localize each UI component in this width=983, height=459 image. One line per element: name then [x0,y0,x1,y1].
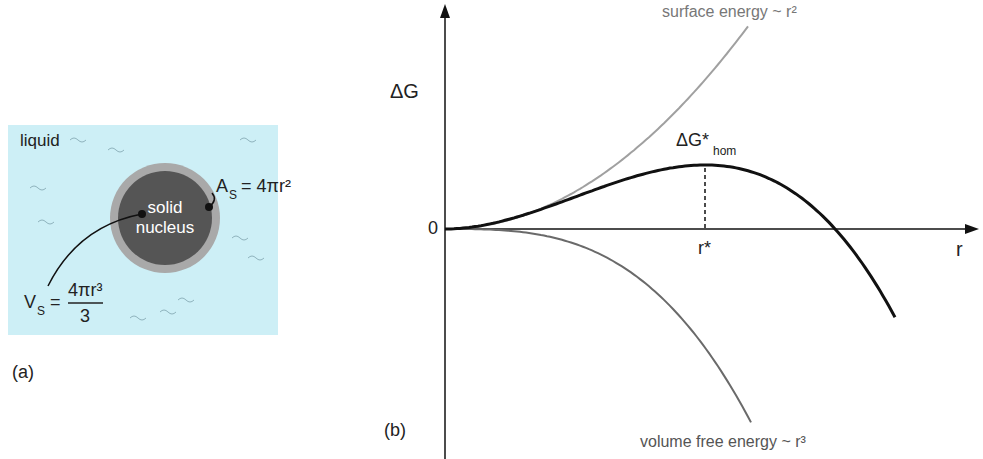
panel-label: (b) [384,420,406,441]
subscript: hom [713,145,736,159]
equals-sign: = [50,292,61,313]
axis-arrow [965,224,979,234]
origin-label: 0 [428,218,438,239]
fraction-numerator: 4πr³ [68,280,102,301]
panel-label: (a) [12,362,34,383]
total-energy-curve [445,165,895,317]
critical-radius-line [704,168,706,229]
fraction-denominator: 3 [80,306,90,327]
axis-label: r [956,238,963,261]
surface-energy-curve [445,26,748,229]
solid-nucleus: solid nucleus [110,163,220,273]
axis-arrow [440,4,450,18]
x-axis [445,228,968,230]
volume-energy-curve [445,229,751,422]
volume-symbol: V [24,292,36,313]
critical-radius-label: r* [698,238,711,259]
leader-line [48,214,142,286]
leader-dot [205,203,213,211]
nucleus-core [118,171,212,265]
subscript: S [229,189,237,203]
y-axis [444,14,446,459]
liquid-region [8,125,278,335]
barrier-label: ΔG* [676,130,709,151]
area-formula: = 4πr² [241,176,291,197]
liquid-region: liquid solid nucleus [8,125,278,335]
curve-label: volume free energy ~ r³ [640,433,806,451]
curve-label: surface energy ~ r² [662,3,797,21]
liquid-waves [30,138,264,320]
region-label: liquid [20,131,60,151]
nucleus-label: solid nucleus [125,198,205,237]
axis-label: ΔG [390,80,419,103]
area-symbol: A [216,176,228,197]
subscript: S [37,305,45,319]
fraction-bar [68,302,103,304]
leader-dot [138,210,146,218]
